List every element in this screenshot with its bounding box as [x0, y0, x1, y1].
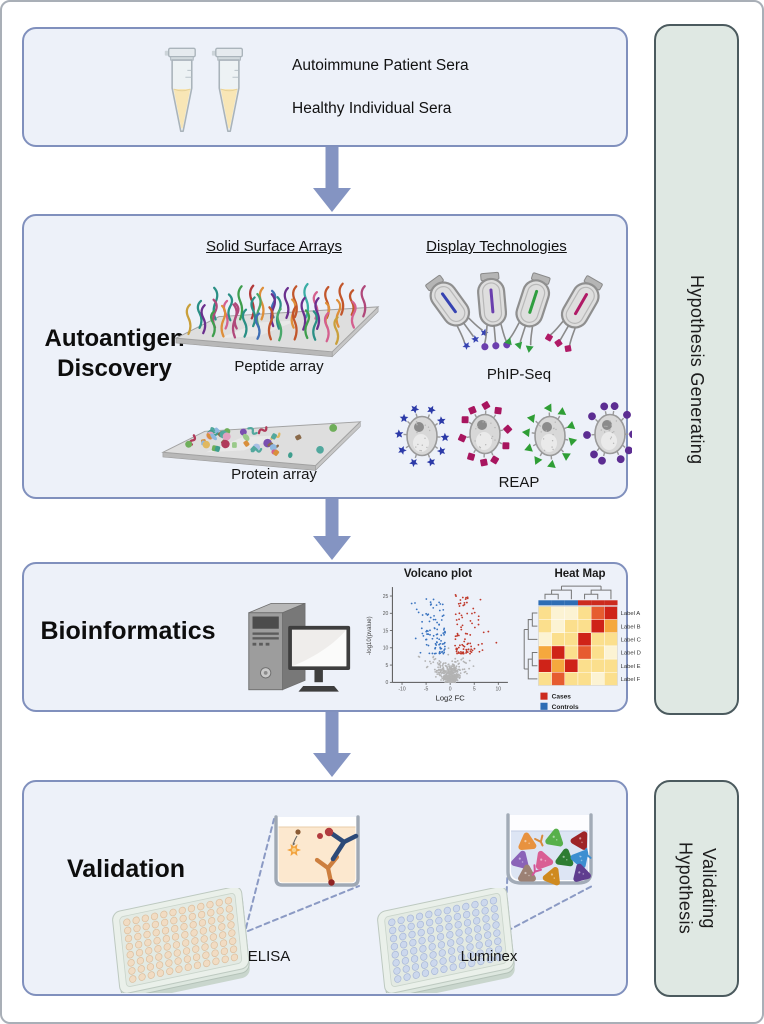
svg-text:-10: -10 [398, 686, 405, 692]
heat-map-chart: Label A Label B Label C Label D Label E Label… [523, 585, 642, 711]
hypothesis-validating-label: Hypothesis Validating [675, 842, 719, 935]
elisa-well-icon [274, 815, 360, 887]
validation-box: Validation ELISA [22, 780, 628, 996]
svg-text:-log10(pvalue): -log10(pvalue) [367, 616, 373, 655]
heat-map-title: Heat Map [554, 568, 606, 580]
bioinformatics-box: Bioinformatics Volcano plot -10 -5 0 5 10 0 5 1… [22, 562, 642, 712]
peptide-array-icon [174, 282, 380, 358]
hypothesis-generating-label: Hypothesis Generating [687, 274, 708, 465]
svg-text:Cases: Cases [552, 694, 572, 701]
luminex-beads [511, 828, 592, 886]
svg-text:15: 15 [383, 628, 389, 634]
svg-text:Label E: Label E [621, 664, 641, 670]
svg-text:Log2 FC: Log2 FC [436, 694, 466, 703]
luminex-microplate-icon [377, 888, 515, 993]
svg-text:25: 25 [383, 594, 389, 600]
svg-text:Label B: Label B [621, 624, 641, 630]
hypothesis-generating-box: Hypothesis Generating [654, 24, 739, 715]
elisa-caption: ELISA [247, 948, 291, 965]
serum-tubes-icon [163, 47, 244, 133]
svg-text:10: 10 [495, 686, 501, 692]
substrate-star-icon [287, 843, 301, 857]
peptide-array-caption: Peptide array [234, 358, 324, 375]
detection-antibody-icon [328, 830, 359, 862]
flow-arrow-2 [313, 499, 351, 560]
hypothesis-validating-box: Hypothesis Validating [654, 780, 739, 997]
phip-seq-phages-icon [425, 271, 603, 353]
patient-sera-label: Autoimmune Patient Sera [292, 57, 469, 74]
svg-text:Label A: Label A [621, 611, 641, 617]
reap-yeasts-icon [394, 401, 632, 469]
protein-array-caption: Protein array [231, 466, 317, 483]
luminex-well-icon [506, 813, 593, 886]
reap-caption: REAP [498, 474, 540, 491]
svg-text:Label F: Label F [621, 677, 641, 683]
svg-text:0: 0 [449, 686, 452, 692]
luminex-caption: Luminex [460, 948, 518, 965]
svg-text:Controls: Controls [552, 704, 579, 711]
svg-text:5: 5 [386, 663, 389, 669]
svg-text:20: 20 [383, 611, 389, 617]
svg-text:5: 5 [473, 686, 476, 692]
display-technologies-header: Display Technologies [426, 238, 567, 255]
phip-seq-caption: PhIP-Seq [486, 366, 552, 383]
svg-text:Label C: Label C [621, 637, 642, 643]
computer-icon [248, 602, 351, 692]
healthy-sera-label: Healthy Individual Sera [292, 100, 452, 117]
volcano-plot-title: Volcano plot [403, 568, 473, 580]
svg-text:10: 10 [383, 646, 389, 652]
protein-array-icon [161, 421, 362, 472]
discovery-title: Autoantigen Discovery [44, 325, 185, 382]
flow-arrow-1 [313, 147, 351, 212]
elisa-microplate-icon [112, 888, 250, 993]
sera-box: Autoimmune Patient Sera Healthy Individu… [22, 27, 628, 147]
flow-arrow-3 [313, 712, 351, 777]
svg-text:Label D: Label D [621, 651, 641, 657]
validation-title: Validation [66, 855, 186, 883]
bioinformatics-title: Bioinformatics [40, 617, 216, 645]
svg-text:0: 0 [386, 680, 389, 686]
autoantigen-discovery-box: Autoantigen Discovery Solid Surface Arra… [22, 214, 632, 499]
svg-text:-5: -5 [424, 686, 429, 692]
solid-surface-arrays-header: Solid Surface Arrays [206, 238, 342, 255]
